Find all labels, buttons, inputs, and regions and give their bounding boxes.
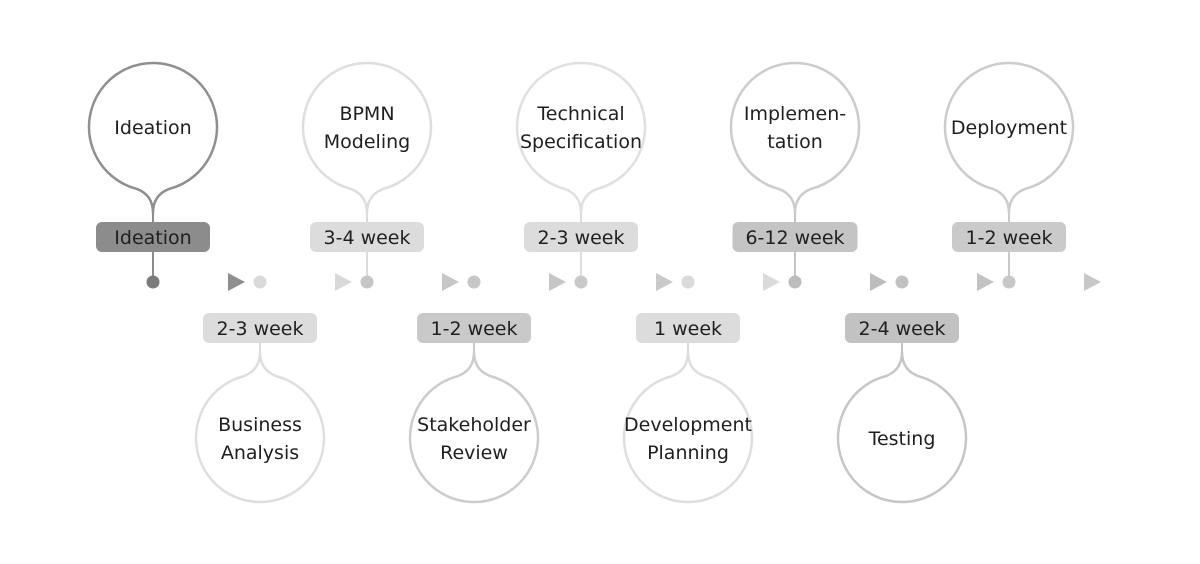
timeline-arrow bbox=[581, 273, 673, 291]
stage-label-line: Ideation bbox=[114, 117, 191, 139]
timeline-arrow bbox=[260, 273, 352, 291]
stage-label-line: Stakeholder bbox=[417, 414, 531, 436]
stage-label-line: Business bbox=[218, 414, 302, 436]
duration-label: 2-4 week bbox=[859, 318, 946, 340]
timeline-arrow bbox=[795, 273, 887, 291]
duration-label: 1-2 week bbox=[966, 227, 1053, 249]
stage-label-line: Specification bbox=[520, 131, 642, 153]
duration-pill: 2-3 week bbox=[203, 313, 317, 343]
stage-label-line: Implemen- bbox=[744, 103, 846, 125]
stage-bubble: Deployment bbox=[943, 61, 1075, 215]
timeline-arrow bbox=[367, 273, 459, 291]
duration-label: 2-3 week bbox=[538, 227, 625, 249]
duration-pill: 1 week bbox=[636, 313, 740, 343]
timeline-arrow bbox=[902, 273, 994, 291]
stage-label-line: Modeling bbox=[324, 131, 410, 153]
stage-dot bbox=[895, 275, 909, 289]
duration-label: 2-3 week bbox=[217, 318, 304, 340]
stage-label-line: Planning bbox=[647, 442, 729, 464]
duration-label: 1 week bbox=[654, 318, 722, 340]
stage-bubble: BPMN Modeling bbox=[301, 61, 433, 215]
timeline-arrow bbox=[688, 273, 780, 291]
duration-pill: 2-3 week bbox=[524, 222, 638, 252]
duration-label: 3-4 week bbox=[324, 227, 411, 249]
timeline-arrow bbox=[1009, 273, 1101, 291]
timeline-arrow bbox=[153, 273, 245, 291]
stage-dot bbox=[467, 275, 481, 289]
stage-label-line: Testing bbox=[868, 428, 936, 450]
stage-dot bbox=[574, 275, 588, 289]
stage-label-line: tation bbox=[767, 131, 823, 153]
stage-dot bbox=[788, 275, 802, 289]
duration-label: 6-12 week bbox=[745, 227, 844, 249]
stage-dot bbox=[1002, 275, 1016, 289]
stage-label-line: Technical bbox=[536, 103, 624, 125]
stage-bubble: Ideation bbox=[87, 61, 219, 215]
stage-label-line: Deployment bbox=[951, 117, 1067, 139]
stage-label-line: Development bbox=[624, 414, 752, 436]
stage-dot bbox=[360, 275, 374, 289]
stage-dot bbox=[253, 275, 267, 289]
stage-label-line: Analysis bbox=[221, 442, 299, 464]
stage-dot bbox=[146, 275, 160, 289]
duration-label: 1-2 week bbox=[431, 318, 518, 340]
duration-pill: 1-2 week bbox=[952, 222, 1066, 252]
stage-label-line: BPMN bbox=[339, 103, 394, 125]
stage-bubble: Testing bbox=[836, 350, 968, 504]
stage-label-line: Review bbox=[440, 442, 508, 464]
duration-pill: 1-2 week bbox=[417, 313, 531, 343]
stage-dot bbox=[681, 275, 695, 289]
timeline-arrow bbox=[474, 273, 566, 291]
duration-pill: Ideation bbox=[96, 222, 210, 252]
stage-bubble: Implemen-tation bbox=[729, 61, 861, 215]
duration-pill: 2-4 week bbox=[845, 313, 959, 343]
duration-label: Ideation bbox=[114, 227, 191, 249]
duration-pill: 3-4 week bbox=[310, 222, 424, 252]
duration-pill: 6-12 week bbox=[732, 222, 858, 252]
